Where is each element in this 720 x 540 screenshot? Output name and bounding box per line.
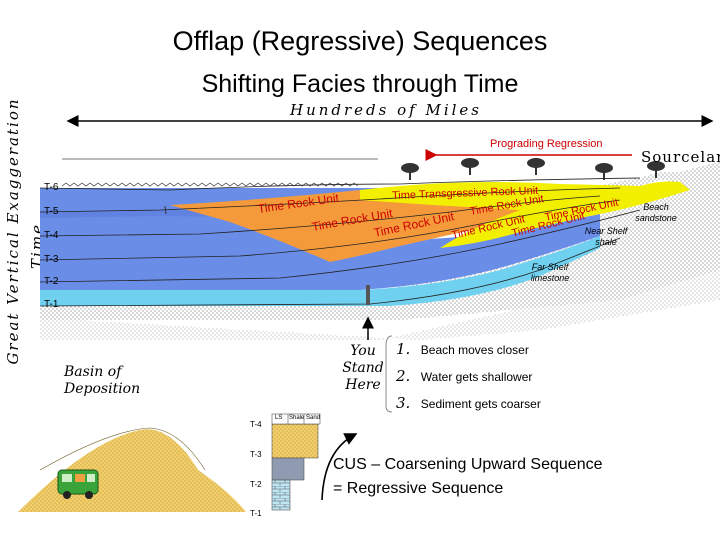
tree-icon [647, 161, 665, 178]
cus-label: CUS – Coarsening Upward Sequence [333, 456, 603, 473]
basin-label: Basin of Deposition [64, 364, 141, 397]
distance-label: Hundreds of Miles [290, 101, 482, 119]
beach-sandstone-label: Beach sandstone [635, 202, 677, 223]
sourceland-surface [600, 162, 720, 192]
column-time-t1: T-1 [250, 509, 262, 518]
time-label-t1: T-1 [44, 299, 59, 310]
time-label-t4: T-4 [44, 230, 59, 241]
observation-2-text: Water gets shallower [420, 370, 533, 384]
observation-1-num: 1. [396, 340, 411, 358]
column-header-box [271, 413, 321, 425]
basement-lower [40, 262, 720, 340]
tree-icon [527, 158, 545, 175]
observation-3-num: 3. [396, 394, 411, 412]
sandstone-wedge [360, 181, 690, 248]
observation-1: 1. Beach moves closer [396, 340, 529, 359]
sourceland-label: Sourceland [641, 148, 720, 166]
page-title: Offlap (Regressive) Sequences [172, 26, 548, 56]
landscape-mound [18, 429, 246, 512]
basement-rock [40, 165, 720, 320]
column-sand-unit [271, 423, 319, 459]
you-stand-here-label: You Stand Here [342, 343, 384, 393]
column-shale-unit [271, 457, 305, 481]
time-label-t5: T-5 [44, 206, 59, 217]
page-subtitle: Shifting Facies through Time [201, 70, 519, 98]
tree-icon [401, 163, 419, 180]
observation-3-text: Sediment gets coarser [420, 397, 541, 411]
cus-arrow [321, 433, 358, 501]
column-time-t3: T-3 [250, 450, 262, 459]
limestone-band [40, 236, 600, 306]
observation-2-num: 2. [396, 367, 411, 385]
column-time-t2: T-2 [250, 480, 262, 489]
observation-1-text: Beach moves closer [420, 343, 529, 357]
prograding-label: Prograding Regression [490, 138, 603, 150]
column-header-ls: LS [275, 415, 283, 421]
time-lines [39, 177, 641, 307]
marker-tick [164, 205, 167, 215]
column-header-shale: Shale [289, 415, 305, 421]
near-shelf-label: Near Shelf shale [584, 226, 628, 247]
observation-3: 3. Sediment gets coarser [396, 394, 541, 413]
tree-icon [595, 163, 613, 180]
strat-column [271, 413, 321, 511]
column-limestone-unit [271, 479, 291, 511]
regressive-sequence-label: = Regressive Sequence [333, 480, 504, 497]
time-label-t3: T-3 [44, 254, 59, 265]
tree-icon [461, 158, 479, 175]
van-icon [57, 469, 99, 499]
well-marker [366, 285, 370, 305]
observation-2: 2. Water gets shallower [396, 367, 532, 386]
landscape-mound-top [39, 427, 206, 471]
time-label-t2: T-2 [44, 276, 59, 287]
water-surface [61, 182, 359, 187]
time-label-t6: T-6 [44, 182, 59, 193]
tree-icons [401, 158, 665, 180]
observations-bracket [385, 335, 393, 413]
column-time-t4: T-4 [250, 420, 262, 429]
far-shelf-label: Far Shelf limestone [530, 262, 570, 283]
column-header-sand: Sand [306, 415, 321, 421]
